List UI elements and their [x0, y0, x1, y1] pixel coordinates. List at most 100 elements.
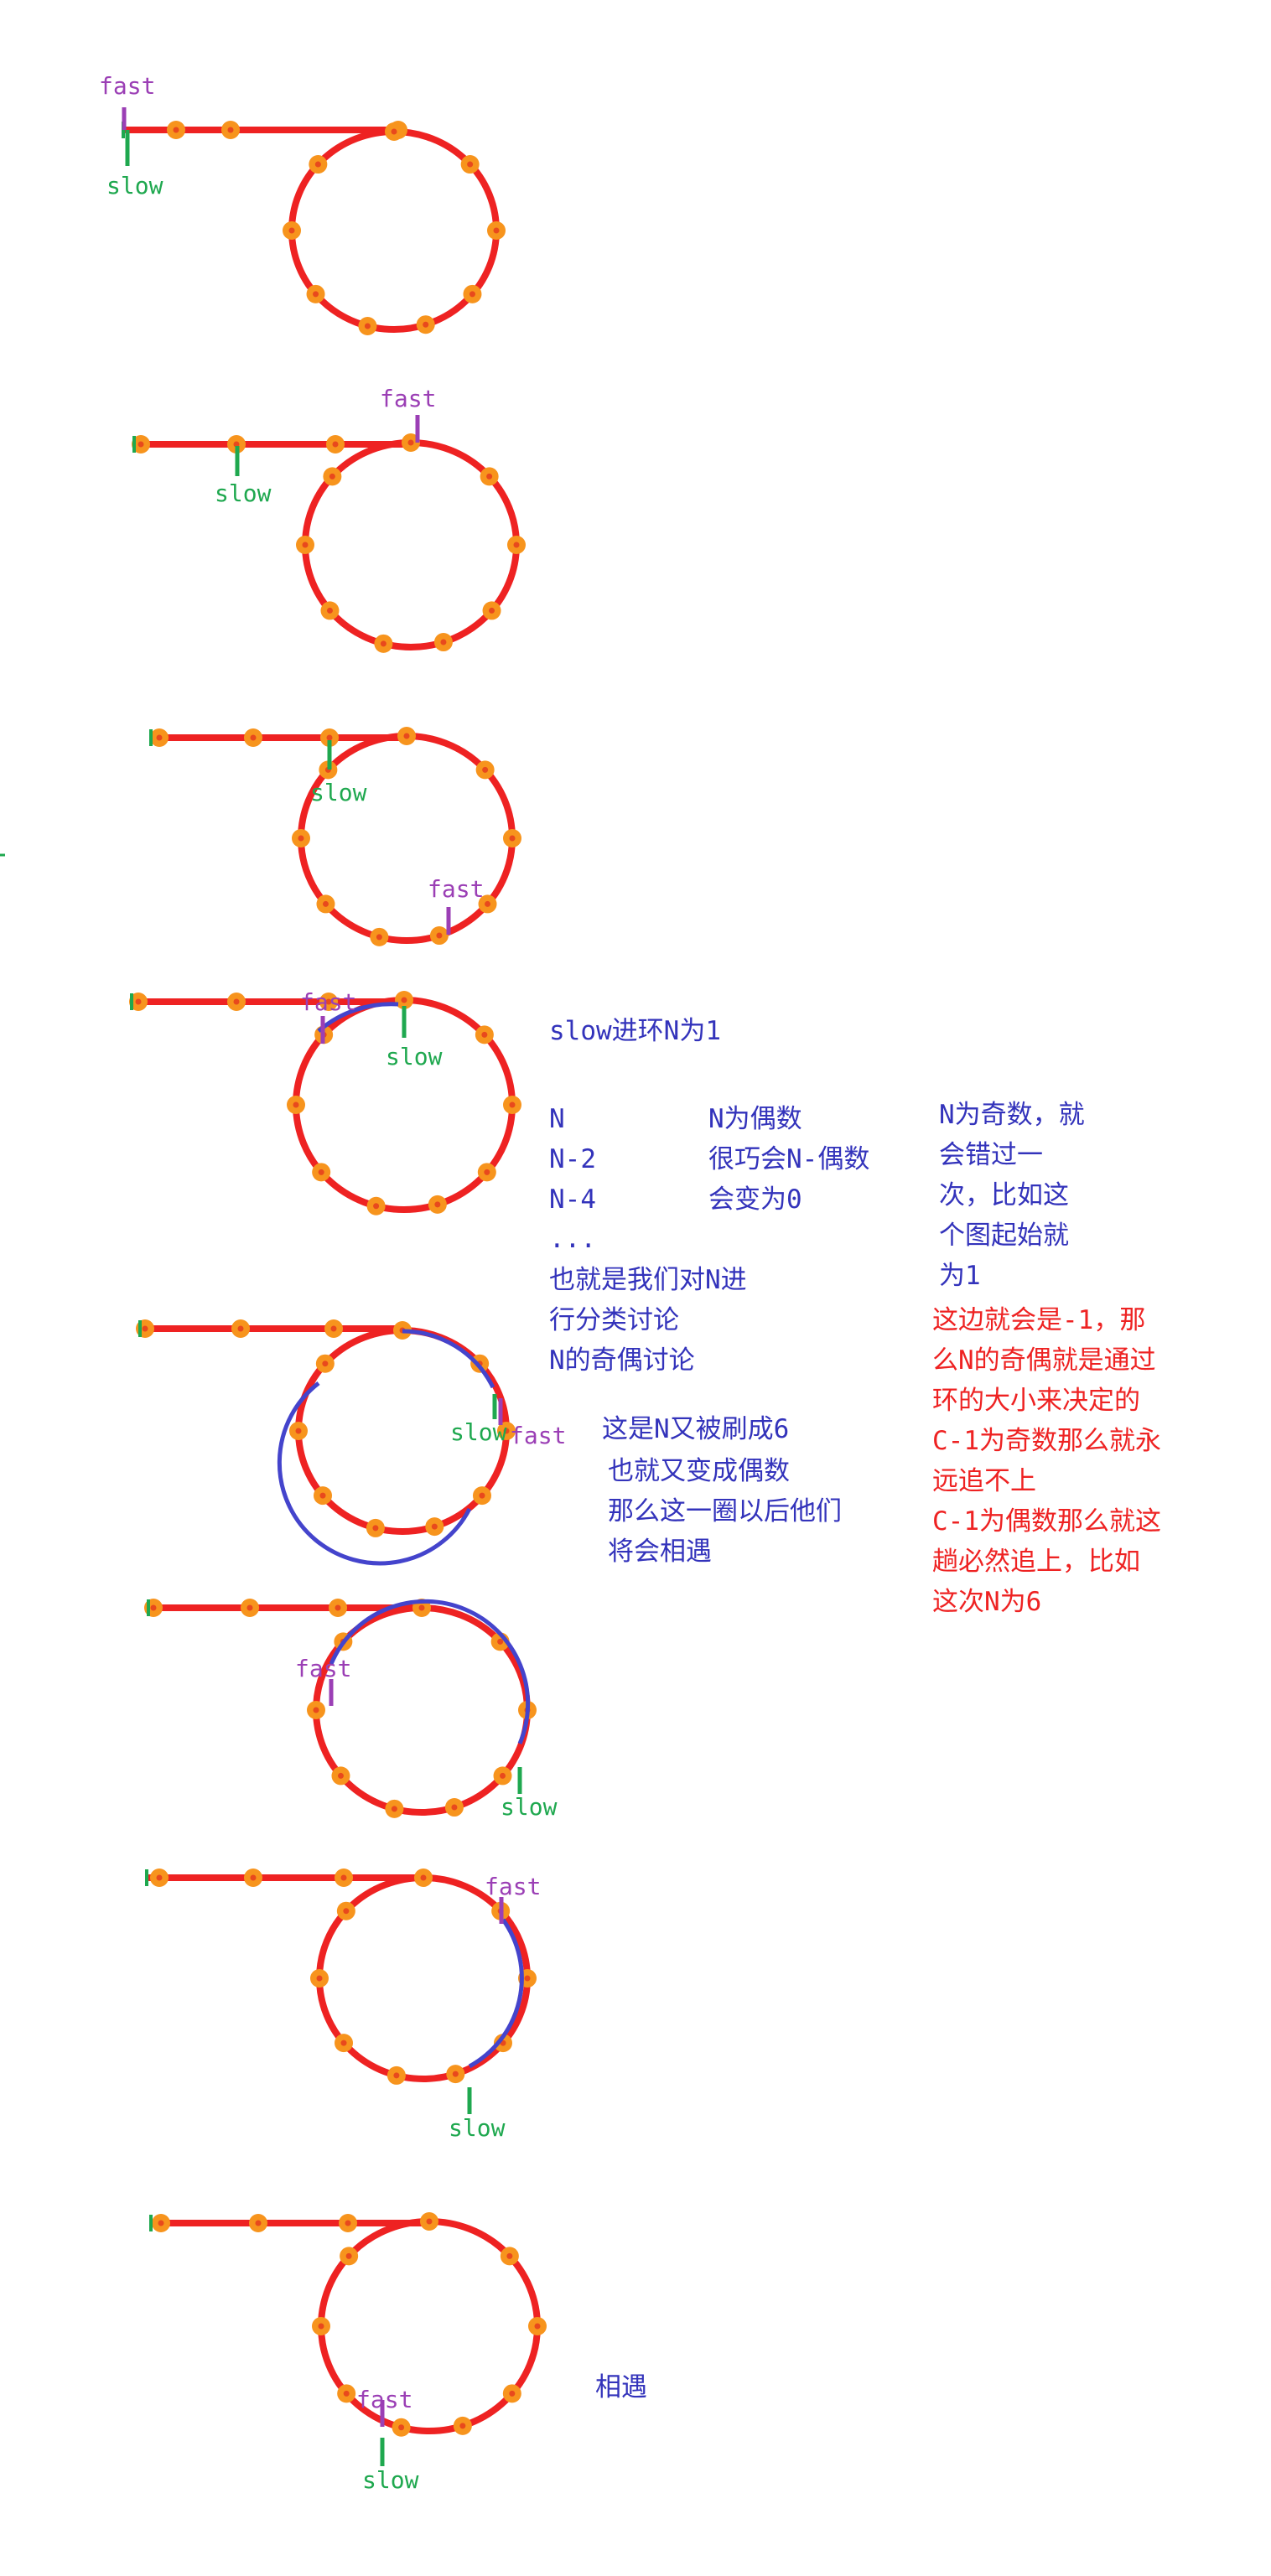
stage-1-ring-node-3-dot: [493, 227, 500, 234]
stage-3-ring-node-4-dot: [485, 900, 491, 907]
note-red-1: 么N的奇偶就是通过: [932, 1345, 1156, 1376]
stage-6-tail-node-3-dot: [335, 1604, 341, 1611]
stage-2-ring-node-3-dot: [513, 542, 520, 548]
stage-1-slow-label: slow: [106, 172, 163, 200]
note-even-1: 很巧会N-偶数: [708, 1144, 869, 1174]
stage-6-ring-node-2-dot: [497, 1638, 504, 1645]
note-refresh-1: 也就又变成偶数: [608, 1456, 790, 1486]
stage-7-trail: [468, 1918, 524, 2069]
stage-4-ring-node-3-dot: [509, 1101, 516, 1108]
stage-2-tail-node-3-dot: [332, 441, 339, 448]
stage-7-ring-node-9-dot: [343, 1908, 350, 1915]
stage-3-slow-label: slow: [310, 779, 367, 806]
note-meet: 相遇: [595, 2372, 647, 2402]
stage-2-ring-node-8-dot: [302, 542, 309, 548]
stage-4-ring-node-2-dot: [481, 1031, 488, 1038]
stage-6-ring-node-4-dot: [500, 1772, 506, 1779]
stage-8-ring-node-8-dot: [318, 2323, 324, 2330]
stage-4-ring-node-5-dot: [434, 1201, 441, 1208]
stage-6-list: [144, 1599, 537, 1818]
stage-7-ring-node-8-dot: [316, 1975, 323, 1982]
stage-2-ring-node-1-dot: [407, 439, 414, 446]
stage-3-tail-node-3-dot: [326, 734, 333, 741]
stage-3-ring-node-2-dot: [482, 766, 489, 773]
note-discussion-0: 也就是我们对N进: [549, 1265, 747, 1295]
stage-7-fast-label: fast: [485, 1873, 541, 1900]
note-discussion-2: N的奇偶讨论: [549, 1345, 695, 1376]
note-discussion-1: 行分类讨论: [549, 1305, 679, 1335]
note-refresh-2: 那么这一圈以后他们: [608, 1496, 842, 1526]
stage-7-tail-node-2-dot: [250, 1874, 257, 1881]
stage-6-ring-node-1-dot: [418, 1604, 425, 1611]
stage-4-tail-node-3-dot: [325, 998, 332, 1005]
stage-4-ring-node-6-dot: [373, 1203, 380, 1210]
stage-2-ring-node-5-dot: [440, 639, 447, 645]
stage-3-list: [149, 727, 521, 946]
stage-5-ring-node-5-dot: [431, 1523, 438, 1530]
stage-3-ring-node-1-dot: [403, 733, 410, 739]
note-red-0: 这边就会是-1，那: [932, 1305, 1145, 1335]
stage-3-fast-label: fast: [428, 875, 484, 903]
stage-2-ring-node-6-dot: [380, 640, 386, 647]
stage-1-ring-node-9-dot: [314, 161, 321, 168]
annotations: slow进环N为1 N N-2 N-4 ... N为偶数 很巧会N-偶数 会变为…: [549, 1016, 1161, 2402]
stage-4-tail-node-1-dot: [135, 998, 142, 1005]
stage-4-ring-node-1-dot: [401, 997, 407, 1003]
note-odd-1: 会错过一: [939, 1140, 1043, 1170]
stage-8-fast-label: fast: [356, 2386, 412, 2413]
note-red-7: 这次N为6: [932, 1587, 1041, 1617]
stage-5-ring-node-6-dot: [372, 1525, 379, 1532]
stage-3-ring-node-5-dot: [436, 932, 443, 939]
stage-3-tail-node-2-dot: [250, 734, 257, 741]
stage-1-ring-node-6-dot: [364, 323, 371, 329]
stage-6-tail-node-2-dot: [246, 1604, 253, 1611]
stage-5-slow-label: slow: [450, 1418, 507, 1446]
stage-7-ring-node-1-dot: [420, 1874, 427, 1881]
stage-6-ring-node-8-dot: [313, 1707, 319, 1713]
note-odd-3: 个图起始就: [939, 1221, 1069, 1251]
stage-5-trail: [277, 1329, 495, 1566]
stage-4-fast-label: fast: [300, 988, 356, 1016]
stage-6-ring-node-5-dot: [451, 1804, 458, 1811]
stage-3-ring-node-3-dot: [509, 835, 516, 842]
stage-4-slow-label: slow: [386, 1043, 443, 1070]
stage-8-ring-node-1-dot: [426, 2218, 433, 2225]
stage-7-ring-node-7-dot: [340, 2040, 347, 2046]
stage-1-ring-node-8-dot: [288, 227, 295, 234]
stage-6-ring-node-7-dot: [337, 1772, 344, 1779]
stage-1-ring-node-7-dot: [313, 291, 319, 298]
stage-2-ring-node-7-dot: [326, 607, 333, 614]
stage-1-ring-node-1-dot: [391, 128, 397, 135]
stage-6-slow-label: slow: [501, 1793, 558, 1821]
stage-2-ring-node-2-dot: [486, 473, 493, 479]
stage-6-fast-label: fast: [295, 1655, 351, 1682]
stage-8-tail-node-3-dot: [345, 2220, 351, 2226]
stage-2-ring-node-9-dot: [329, 473, 335, 479]
stage-1-tail-node-1-dot: [173, 127, 179, 133]
note-odd-0: N为奇数，就: [939, 1100, 1085, 1130]
stage-2-tail-node-2-dot: [233, 441, 240, 448]
note-n-2: N-4: [549, 1184, 596, 1215]
note-even-2: 会变为0: [708, 1184, 802, 1215]
note-red-3: C-1为奇数那么就永: [932, 1426, 1161, 1456]
stage-4-ring-node-8-dot: [293, 1101, 299, 1108]
stage-4-list: [129, 991, 521, 1215]
stage-3-ring-node-6-dot: [376, 934, 382, 941]
stage-5-ring-node-9-dot: [322, 1361, 329, 1367]
stage-2-tail-node-1-dot: [137, 441, 144, 448]
stage-2-fast-label: fast: [380, 385, 436, 412]
stage-8-ring-node-3-dot: [534, 2323, 541, 2330]
stage-2-list: [132, 433, 526, 653]
stage-4-ring-node-7-dot: [318, 1169, 324, 1175]
stage-5-fast-label: fast: [510, 1422, 566, 1449]
stage-5-ring-node-4-dot: [479, 1492, 485, 1499]
stage-5-ring-node-7-dot: [319, 1492, 326, 1499]
stage-8-tail-node-2-dot: [255, 2220, 262, 2226]
stage-7-tail-node-3-dot: [340, 1874, 347, 1881]
stage-8-ring-node-9-dot: [345, 2252, 352, 2259]
stage-6-ring-node-6-dot: [391, 1806, 397, 1812]
stage-1-tail-node-2-dot: [227, 127, 234, 133]
